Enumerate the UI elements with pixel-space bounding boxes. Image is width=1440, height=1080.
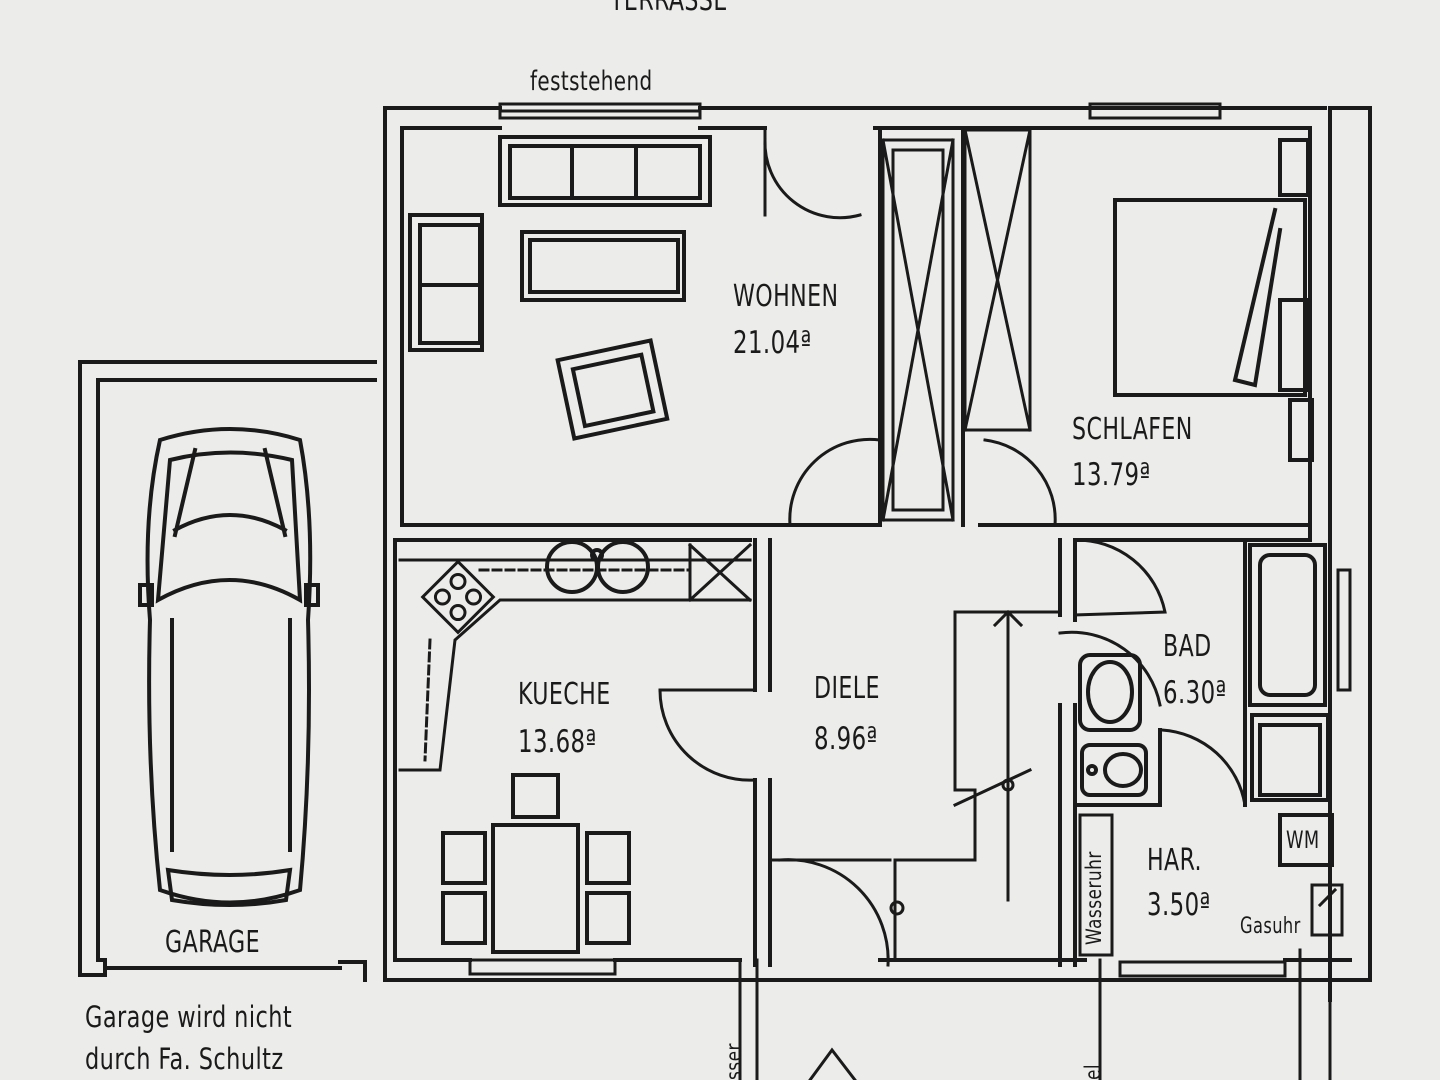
room-name-bad: BAD (1163, 629, 1212, 664)
gas-meter (1310, 883, 1344, 937)
wardrobes (881, 128, 1032, 522)
label-el: el (1081, 1063, 1105, 1080)
stove (420, 559, 496, 635)
note-line-2: durch Fa. Schultz (85, 1042, 284, 1076)
garage-walls (78, 360, 377, 982)
interior-walls (393, 126, 1312, 967)
label-wasseruhr: Wasseruhr (1082, 851, 1106, 945)
room-area-schlafen: 13.79ª (1072, 457, 1151, 493)
dining-set (441, 773, 631, 954)
car (138, 427, 320, 907)
room-name-schlafen: SCHLAFEN (1072, 412, 1193, 447)
room-name-diele: DIELE (814, 671, 880, 706)
label-terrasse: TERRASSE (610, 0, 728, 18)
sofa (498, 135, 712, 207)
stairs (889, 609, 1062, 962)
room-name-garage: GARAGE (165, 925, 260, 960)
outer-walls (383, 106, 1372, 1002)
window-bottom (468, 568, 1352, 1080)
label-feststehend: feststehend (530, 66, 653, 97)
room-area-kueche: 13.68ª (518, 724, 597, 760)
washbasin (1078, 653, 1142, 732)
door-swings (658, 126, 1247, 967)
label-wasser: sser (722, 1043, 746, 1080)
note-line-1: Garage wird nicht (85, 1000, 293, 1034)
water-meter (1078, 813, 1114, 957)
armchair-tilted (555, 338, 670, 441)
room-area-diele: 8.96ª (814, 721, 878, 757)
room-area-bad: 6.30ª (1163, 675, 1227, 711)
sink (545, 540, 650, 594)
room-name-kueche: KUECHE (518, 677, 611, 712)
armchair-left (408, 213, 484, 352)
window-top (498, 102, 1222, 120)
room-area-wohnen: 21.04ª (733, 325, 812, 361)
room-name-wohnen: WOHNEN (733, 279, 839, 314)
room-name-har: HAR. (1147, 843, 1202, 878)
bed (1113, 138, 1314, 462)
wm-box (1278, 813, 1334, 867)
label-gasuhr: Gasuhr (1240, 914, 1301, 939)
label-wm: WM (1286, 826, 1320, 854)
coffee-table (520, 230, 686, 302)
toilet (1080, 743, 1148, 797)
room-area-har: 3.50ª (1147, 887, 1211, 923)
bathtub (1248, 543, 1330, 802)
